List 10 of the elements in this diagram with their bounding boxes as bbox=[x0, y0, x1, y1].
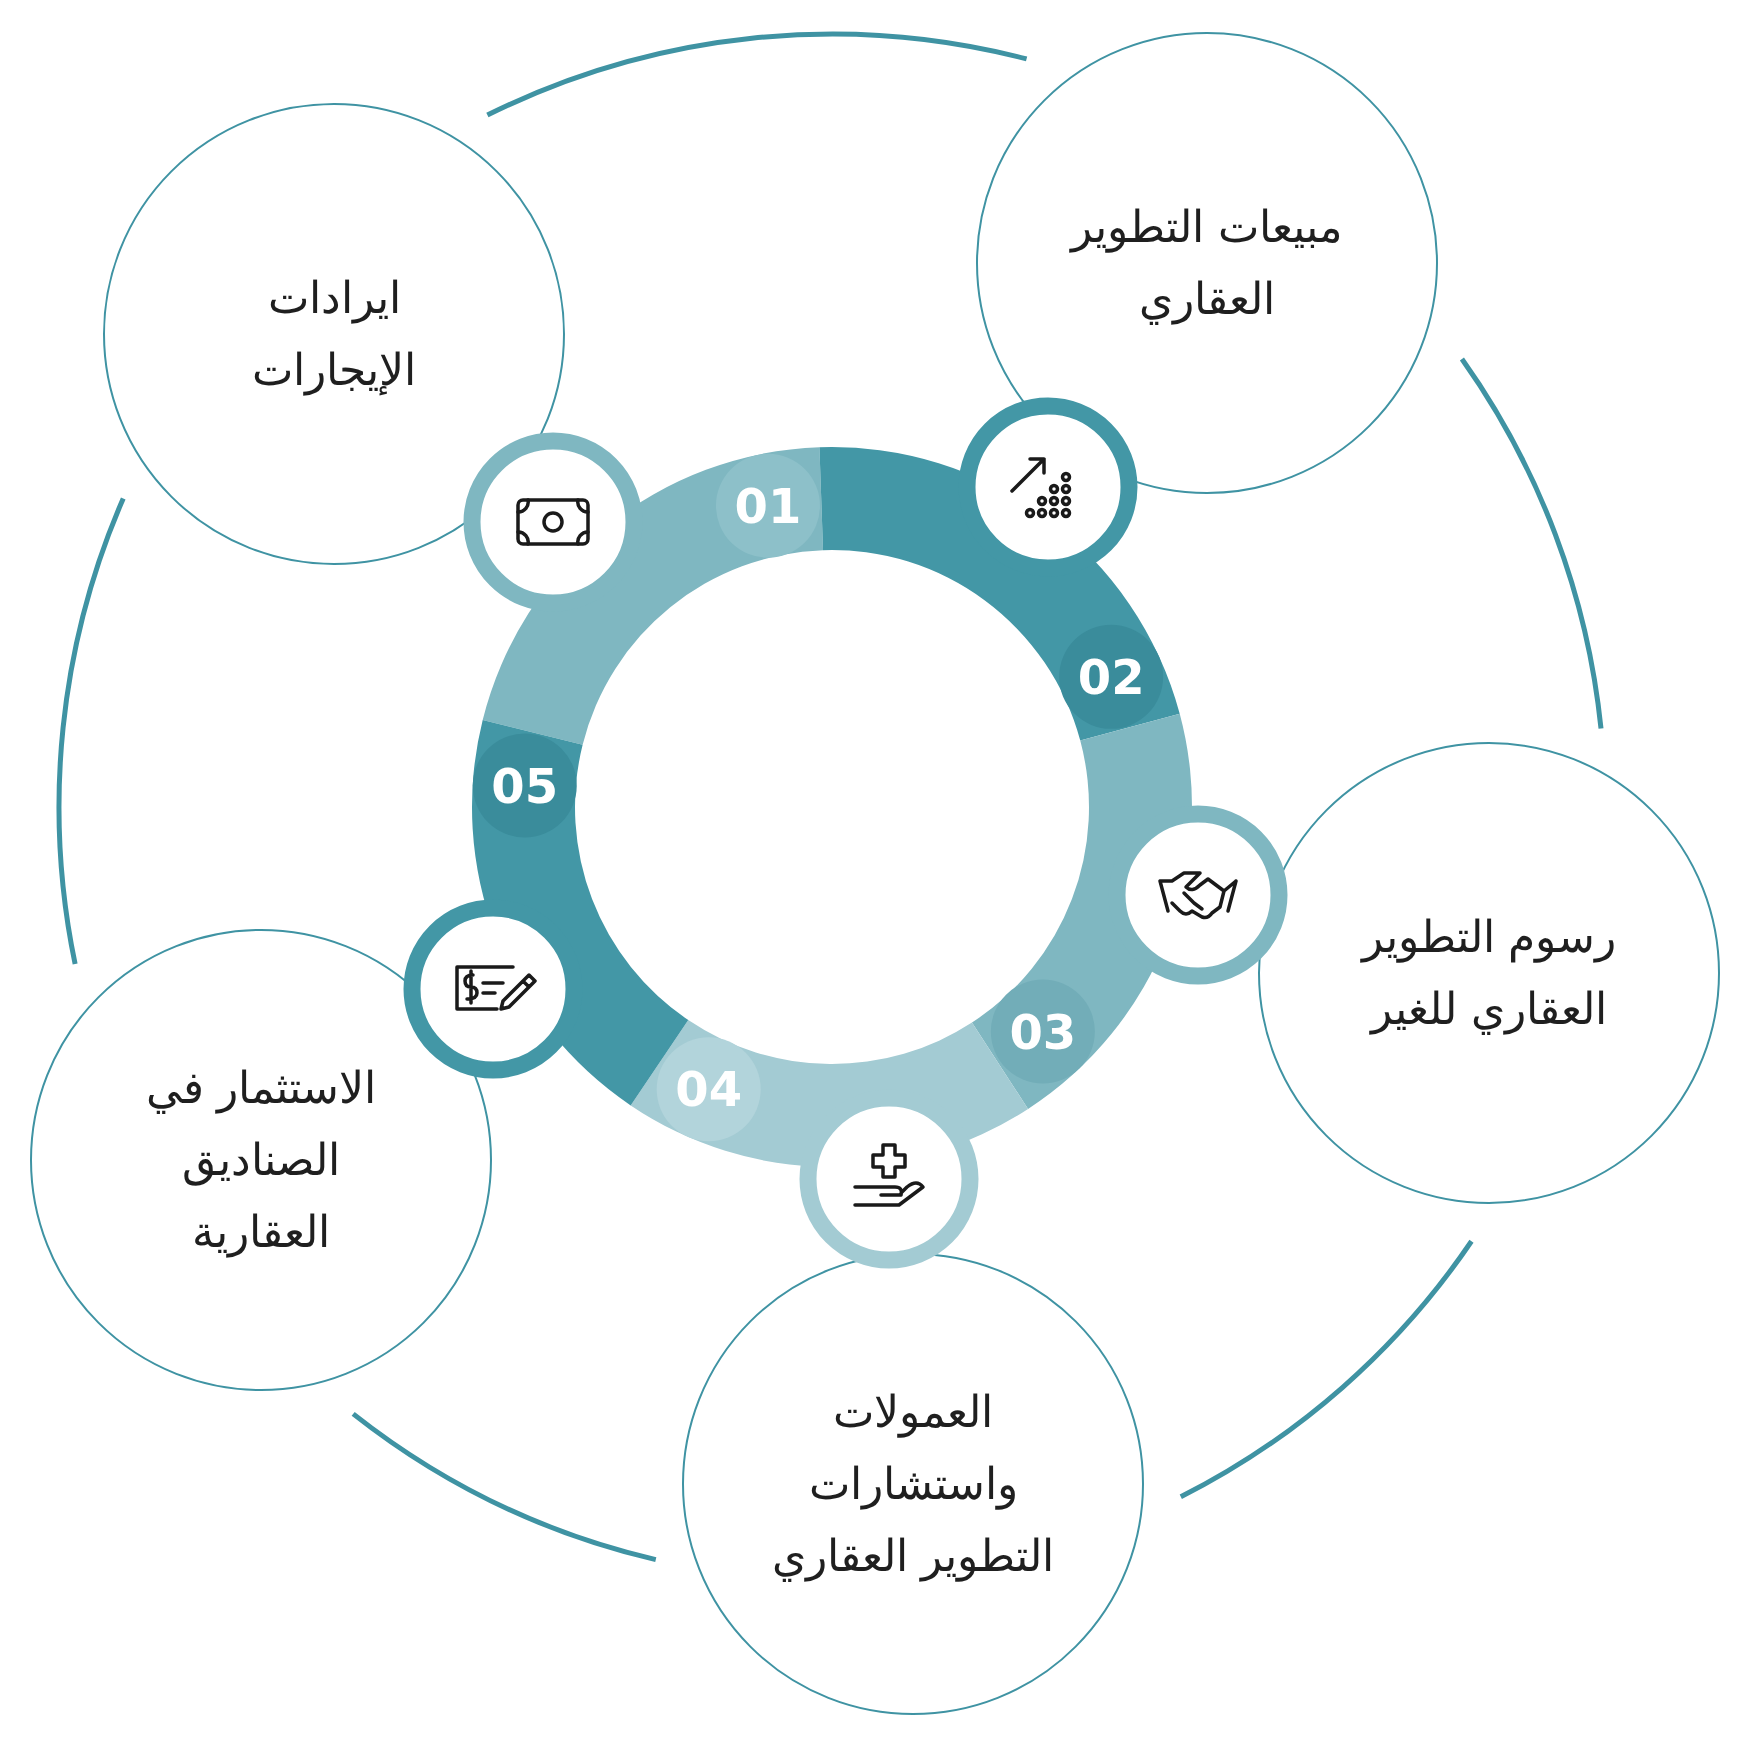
node-label: العمولات واستشارات التطوير العقاري bbox=[770, 1385, 1056, 1584]
step-number: 04 bbox=[675, 1065, 743, 1114]
node-label: مبيعات التطوير العقاري bbox=[1068, 200, 1344, 327]
step-number: 03 bbox=[1009, 1007, 1077, 1056]
node-label: الاستثمار في الصناديق العقارية bbox=[144, 1061, 378, 1260]
step-number: 05 bbox=[491, 761, 559, 810]
step-number: 02 bbox=[1077, 652, 1145, 701]
node-label: رسوم التطوير العقاري للغير bbox=[1359, 910, 1618, 1037]
node-label: ايرادات الإيجارات bbox=[251, 271, 417, 398]
step-number: 01 bbox=[734, 481, 802, 530]
